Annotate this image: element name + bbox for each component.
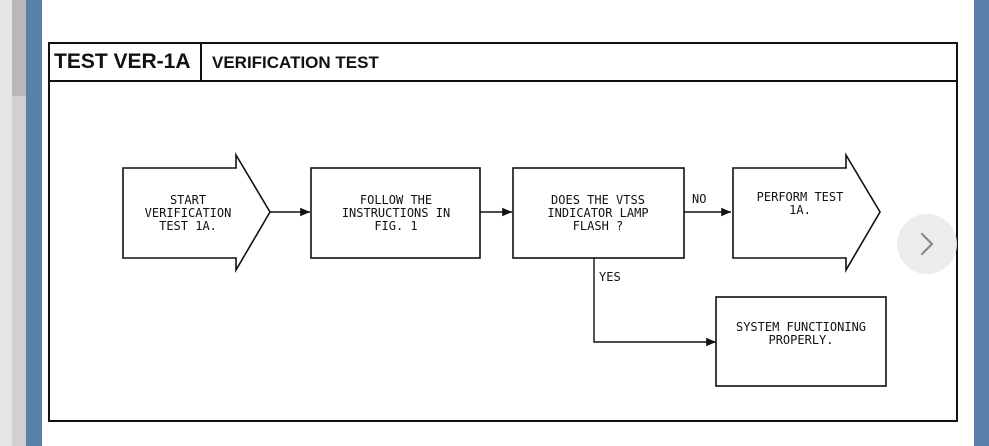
title-row: TEST VER-1A VERIFICATION TEST: [50, 44, 956, 82]
follow-line-3: FIG. 1: [374, 219, 417, 233]
start-node: [122, 152, 271, 273]
question-line-3: FLASH ?: [573, 219, 624, 233]
system-line-2: PROPERLY.: [768, 333, 833, 347]
yes-label: YES: [599, 270, 621, 284]
page-border-left: [26, 0, 42, 446]
question-line-2: INDICATOR LAMP: [547, 206, 648, 220]
next-page-button[interactable]: [897, 214, 957, 274]
perform-test-node: [732, 152, 881, 273]
test-id: TEST VER-1A: [50, 44, 202, 80]
start-line-2: VERIFICATION: [145, 206, 232, 220]
start-line-3: TEST 1A.: [159, 219, 217, 233]
left-panel-edge: [0, 0, 12, 446]
page-border-right: [974, 0, 989, 446]
follow-instructions-node: [310, 167, 481, 259]
follow-line-2: INSTRUCTIONS IN: [342, 206, 450, 220]
scrollbar-track[interactable]: [12, 0, 26, 446]
follow-line-1: FOLLOW THE: [360, 193, 432, 207]
test-title: VERIFICATION TEST: [212, 53, 379, 72]
scrollbar-thumb[interactable]: [12, 0, 26, 96]
system-functioning-node: [715, 296, 887, 387]
system-line-1: SYSTEM FUNCTIONING: [736, 320, 866, 334]
decision-node: [512, 167, 685, 259]
test-procedure-box: TEST VER-1A VERIFICATION TEST: [48, 42, 958, 422]
chevron-right-icon: [920, 232, 934, 256]
perform-line-2: 1A.: [789, 203, 811, 217]
question-line-1: DOES THE VTSS: [551, 193, 645, 207]
start-line-1: START: [170, 193, 206, 207]
connector-yes: [593, 258, 716, 347]
perform-line-1: PERFORM TEST: [757, 190, 844, 204]
no-label: NO: [692, 192, 706, 206]
